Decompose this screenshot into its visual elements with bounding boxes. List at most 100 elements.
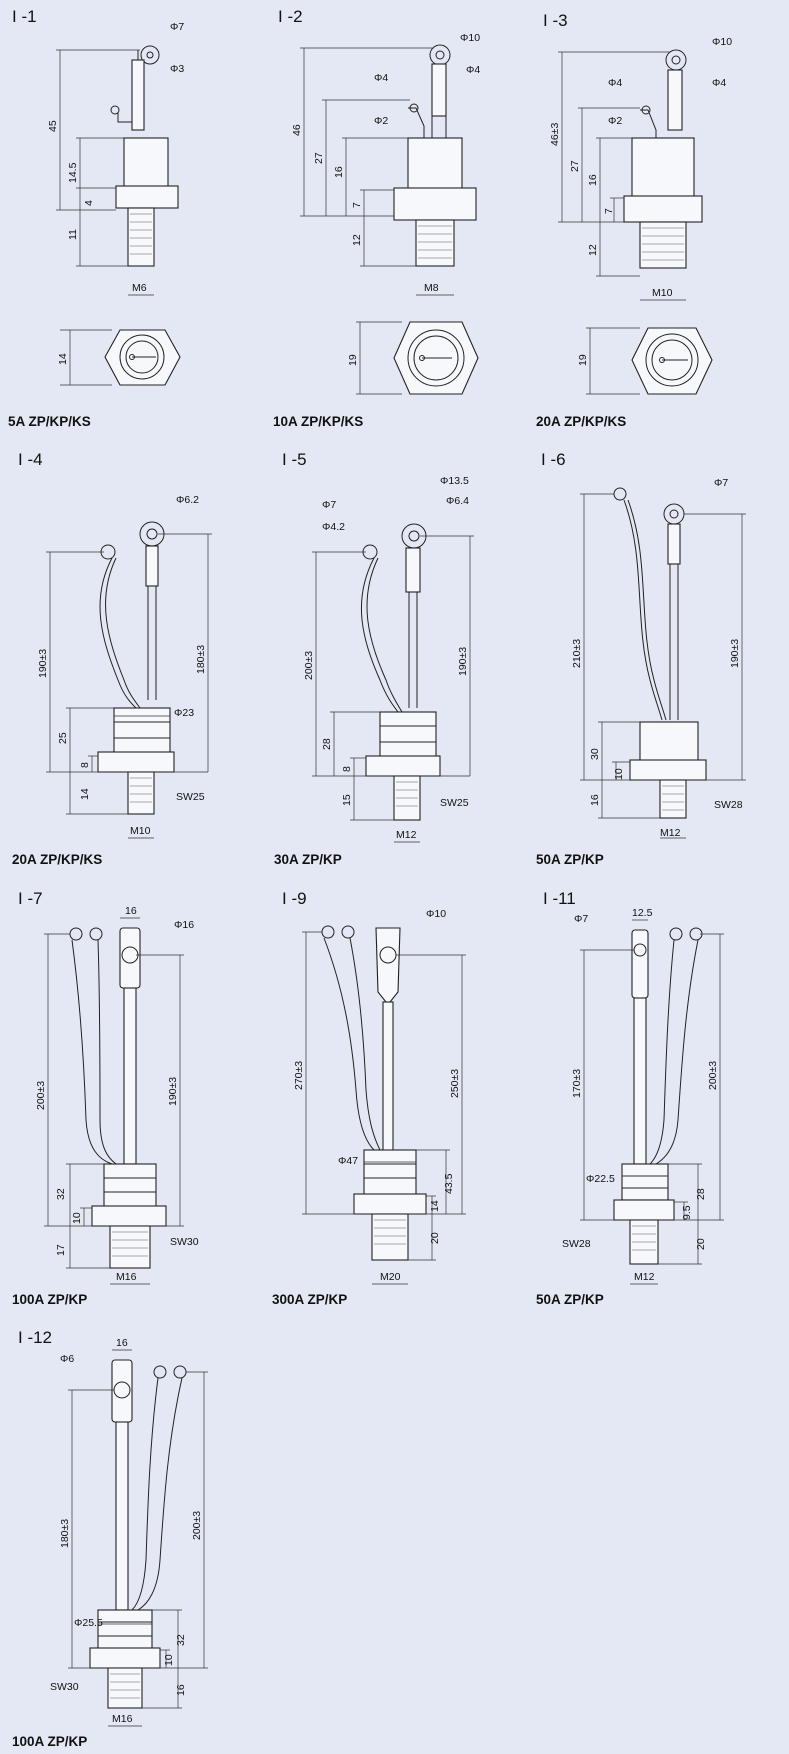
dim-i11-h-thread: 20	[695, 1238, 707, 1250]
dim-i3-phi-b: Φ4	[712, 77, 726, 89]
dim-i12-h-nut: 10	[163, 1654, 175, 1666]
dim-i12-phi-body: Φ25.5	[74, 1617, 103, 1629]
dim-i11-sw: SW28	[562, 1238, 591, 1250]
dim-i12-phi-a: Φ6	[60, 1353, 74, 1365]
dim-i11-thread: M12	[634, 1271, 655, 1283]
dim-i4-phi-a: Φ6.2	[176, 494, 199, 506]
title-i5: I -5	[282, 450, 307, 469]
dim-i12-sw: SW30	[50, 1681, 79, 1693]
model-i11: 50A ZP/KP	[536, 1292, 604, 1307]
dim-i2-phi-a: Φ10	[460, 32, 480, 44]
title-i6: I -6	[541, 450, 566, 469]
dim-i5-phi-b: Φ6.4	[446, 495, 469, 507]
title-i3: I -3	[543, 11, 568, 30]
model-i9: 300A ZP/KP	[272, 1292, 347, 1307]
dim-i6-h-main: 190±3	[729, 639, 741, 668]
dim-i11-phi-a: Φ7	[574, 913, 588, 925]
dim-i11-h-main: 170±3	[571, 1069, 583, 1098]
dim-i3-h-nut: 7	[603, 208, 615, 214]
dim-i9-h-thread: 20	[429, 1232, 441, 1244]
title-i4: I -4	[18, 450, 43, 469]
model-i1: 5A ZP/KP/KS	[8, 414, 91, 429]
diagram-i11: I -11 12.5 Φ7 170±3 200±3 28 9.5 20 Φ22.…	[536, 889, 724, 1307]
title-i9: I -9	[282, 889, 307, 908]
dim-i4-phi-body: Φ23	[174, 707, 194, 719]
dim-i2-phi-d: Φ2	[374, 115, 388, 127]
dim-i6-phi-a: Φ7	[714, 477, 728, 489]
dim-i2-h-gate: 27	[313, 152, 325, 164]
dim-i7-w-top: 16	[125, 905, 137, 917]
dim-i1-h-body: 14.5	[67, 162, 79, 183]
dim-i6-thread: M12	[660, 827, 681, 839]
dim-i1-hex: 14	[57, 353, 69, 365]
diagram-i3: I -3 46±3 27 16 7 12 Φ10 Φ4 Φ4 Φ2 M10 19…	[536, 11, 732, 429]
dim-i6-sw: SW28	[714, 799, 743, 811]
dim-i2-phi-c: Φ4	[374, 72, 388, 84]
dim-i6-h-gate: 210±3	[571, 639, 583, 668]
dim-i5-phi-a: Φ13.5	[440, 475, 469, 487]
dim-i4-h-body: 25	[57, 732, 69, 744]
dim-i3-phi-d: Φ2	[608, 115, 622, 127]
diagram-i5: I -5 200±3 190±3 28 8 15 Φ13.5 Φ6.4 Φ7 Φ…	[274, 450, 474, 867]
title-i11: I -11	[543, 889, 576, 908]
dim-i9-thread: M20	[380, 1271, 401, 1283]
dim-i1-h-nut: 4	[83, 200, 95, 206]
dim-i1-thread: M6	[132, 282, 147, 294]
dim-i6-h-body: 30	[589, 748, 601, 760]
dim-i1-phi-b: Φ3	[170, 63, 184, 75]
dim-i3-h-total: 46±3	[549, 123, 561, 146]
dim-i9-phi-body: Φ47	[338, 1155, 358, 1167]
title-i1: I -1	[12, 7, 37, 26]
dim-i5-thread: M12	[396, 829, 417, 841]
dim-i11-w-top: 12.5	[632, 907, 653, 919]
model-i3: 20A ZP/KP/KS	[536, 414, 626, 429]
dim-i7-h-body: 32	[55, 1188, 67, 1200]
dim-i1-h-thread: 11	[67, 229, 79, 240]
diagram-i2: I -2 46 27 16 7 12 Φ10 Φ4 Φ4 Φ2 M8 19 10…	[273, 7, 480, 429]
dim-i9-h-gate: 270±3	[293, 1061, 305, 1090]
dim-i12-w-top: 16	[116, 1337, 128, 1349]
dim-i3-thread: M10	[652, 287, 673, 299]
dim-i2-thread: M8	[424, 282, 439, 294]
dim-i5-sw: SW25	[440, 797, 469, 809]
dim-i4-thread: M10	[130, 825, 151, 837]
dim-i1-h-total: 45	[47, 120, 59, 132]
model-i12: 100A ZP/KP	[12, 1734, 87, 1749]
dim-i1-phi-a: Φ7	[170, 21, 184, 33]
dim-i5-h-gate: 200±3	[303, 651, 315, 680]
model-i4: 20A ZP/KP/KS	[12, 852, 102, 867]
diagram-i7: I -7 16 200±3 190±3 32 10 17 Φ16 SW30 M1…	[12, 889, 199, 1307]
dim-i2-hex: 19	[347, 354, 359, 366]
model-i5: 30A ZP/KP	[274, 852, 342, 867]
dim-i9-h-main: 250±3	[449, 1069, 461, 1098]
dim-i4-h-main: 180±3	[195, 645, 207, 674]
dim-i6-h-nut: 10	[613, 768, 625, 780]
diagram-i6: I -6 210±3 190±3 30 10 16 Φ7 SW28 M12 50…	[536, 450, 746, 867]
dim-i11-h-nut: 9.5	[681, 1205, 693, 1220]
dim-i12-thread: M16	[112, 1713, 133, 1725]
diagram-i1: I -1 45 14.5 4 11 Φ7 Φ3 M6 14 5A ZP/KP/K…	[8, 7, 184, 429]
dim-i5-h-nut: 8	[341, 766, 353, 772]
title-i7: I -7	[18, 889, 43, 908]
dim-i12-h-thread: 16	[175, 1684, 187, 1696]
title-i12: I -12	[18, 1328, 52, 1347]
dim-i3-phi-a: Φ10	[712, 36, 732, 48]
model-i6: 50A ZP/KP	[536, 852, 604, 867]
diagram-i12: I -12 16 Φ6 180±3 200±3 32 10 16 Φ25.5 S…	[12, 1328, 208, 1749]
dim-i5-phi-d: Φ4.2	[322, 521, 345, 533]
dim-i4-h-gate: 190±3	[37, 649, 49, 678]
dim-i4-sw: SW25	[176, 791, 205, 803]
dim-i6-h-thread: 16	[589, 794, 601, 806]
dim-i9-phi-a: Φ10	[426, 908, 446, 920]
dim-i2-h-total: 46	[291, 124, 303, 136]
dim-i3-h-gate: 27	[569, 160, 581, 172]
dim-i7-phi-a: Φ16	[174, 919, 194, 931]
dim-i11-h-body: 28	[695, 1188, 707, 1200]
dim-i7-sw: SW30	[170, 1236, 199, 1248]
dim-i12-h-main: 180±3	[59, 1519, 71, 1548]
diagram-i9: I -9 270±3 250±3 43.5 14 20 Φ10 Φ47 M20 …	[272, 889, 466, 1307]
dim-i5-phi-c: Φ7	[322, 499, 336, 511]
dim-i2-phi-b: Φ4	[466, 64, 480, 76]
dim-i7-h-main: 190±3	[167, 1077, 179, 1106]
dim-i9-h-body: 43.5	[443, 1173, 455, 1194]
